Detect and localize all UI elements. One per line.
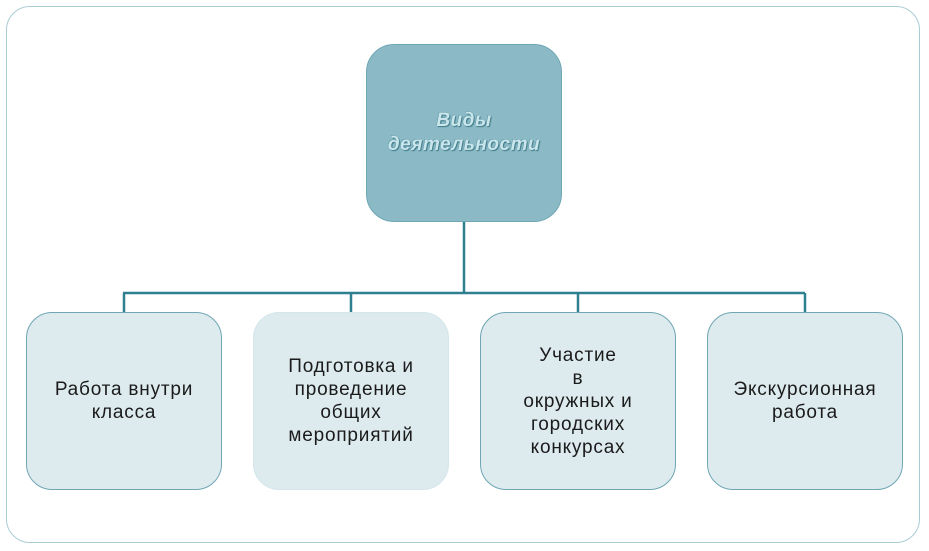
child-node-contests: Участие в окружных и городских конкурсах (480, 312, 676, 490)
child-node-events: Подготовка и проведение общих мероприяти… (253, 312, 449, 490)
child-node-label: Участие в окружных и городских конкурсах (523, 344, 633, 458)
child-node-label: Подготовка и проведение общих мероприяти… (288, 356, 414, 446)
root-node: Виды деятельности (366, 44, 562, 222)
child-node-label: Экскурсионная работа (733, 379, 877, 423)
root-node-label: Виды деятельности (387, 110, 541, 155)
child-node-label: Работа внутри класса (54, 379, 194, 423)
child-node-excursions: Экскурсионная работа (707, 312, 903, 490)
child-node-class-work: Работа внутри класса (26, 312, 222, 490)
